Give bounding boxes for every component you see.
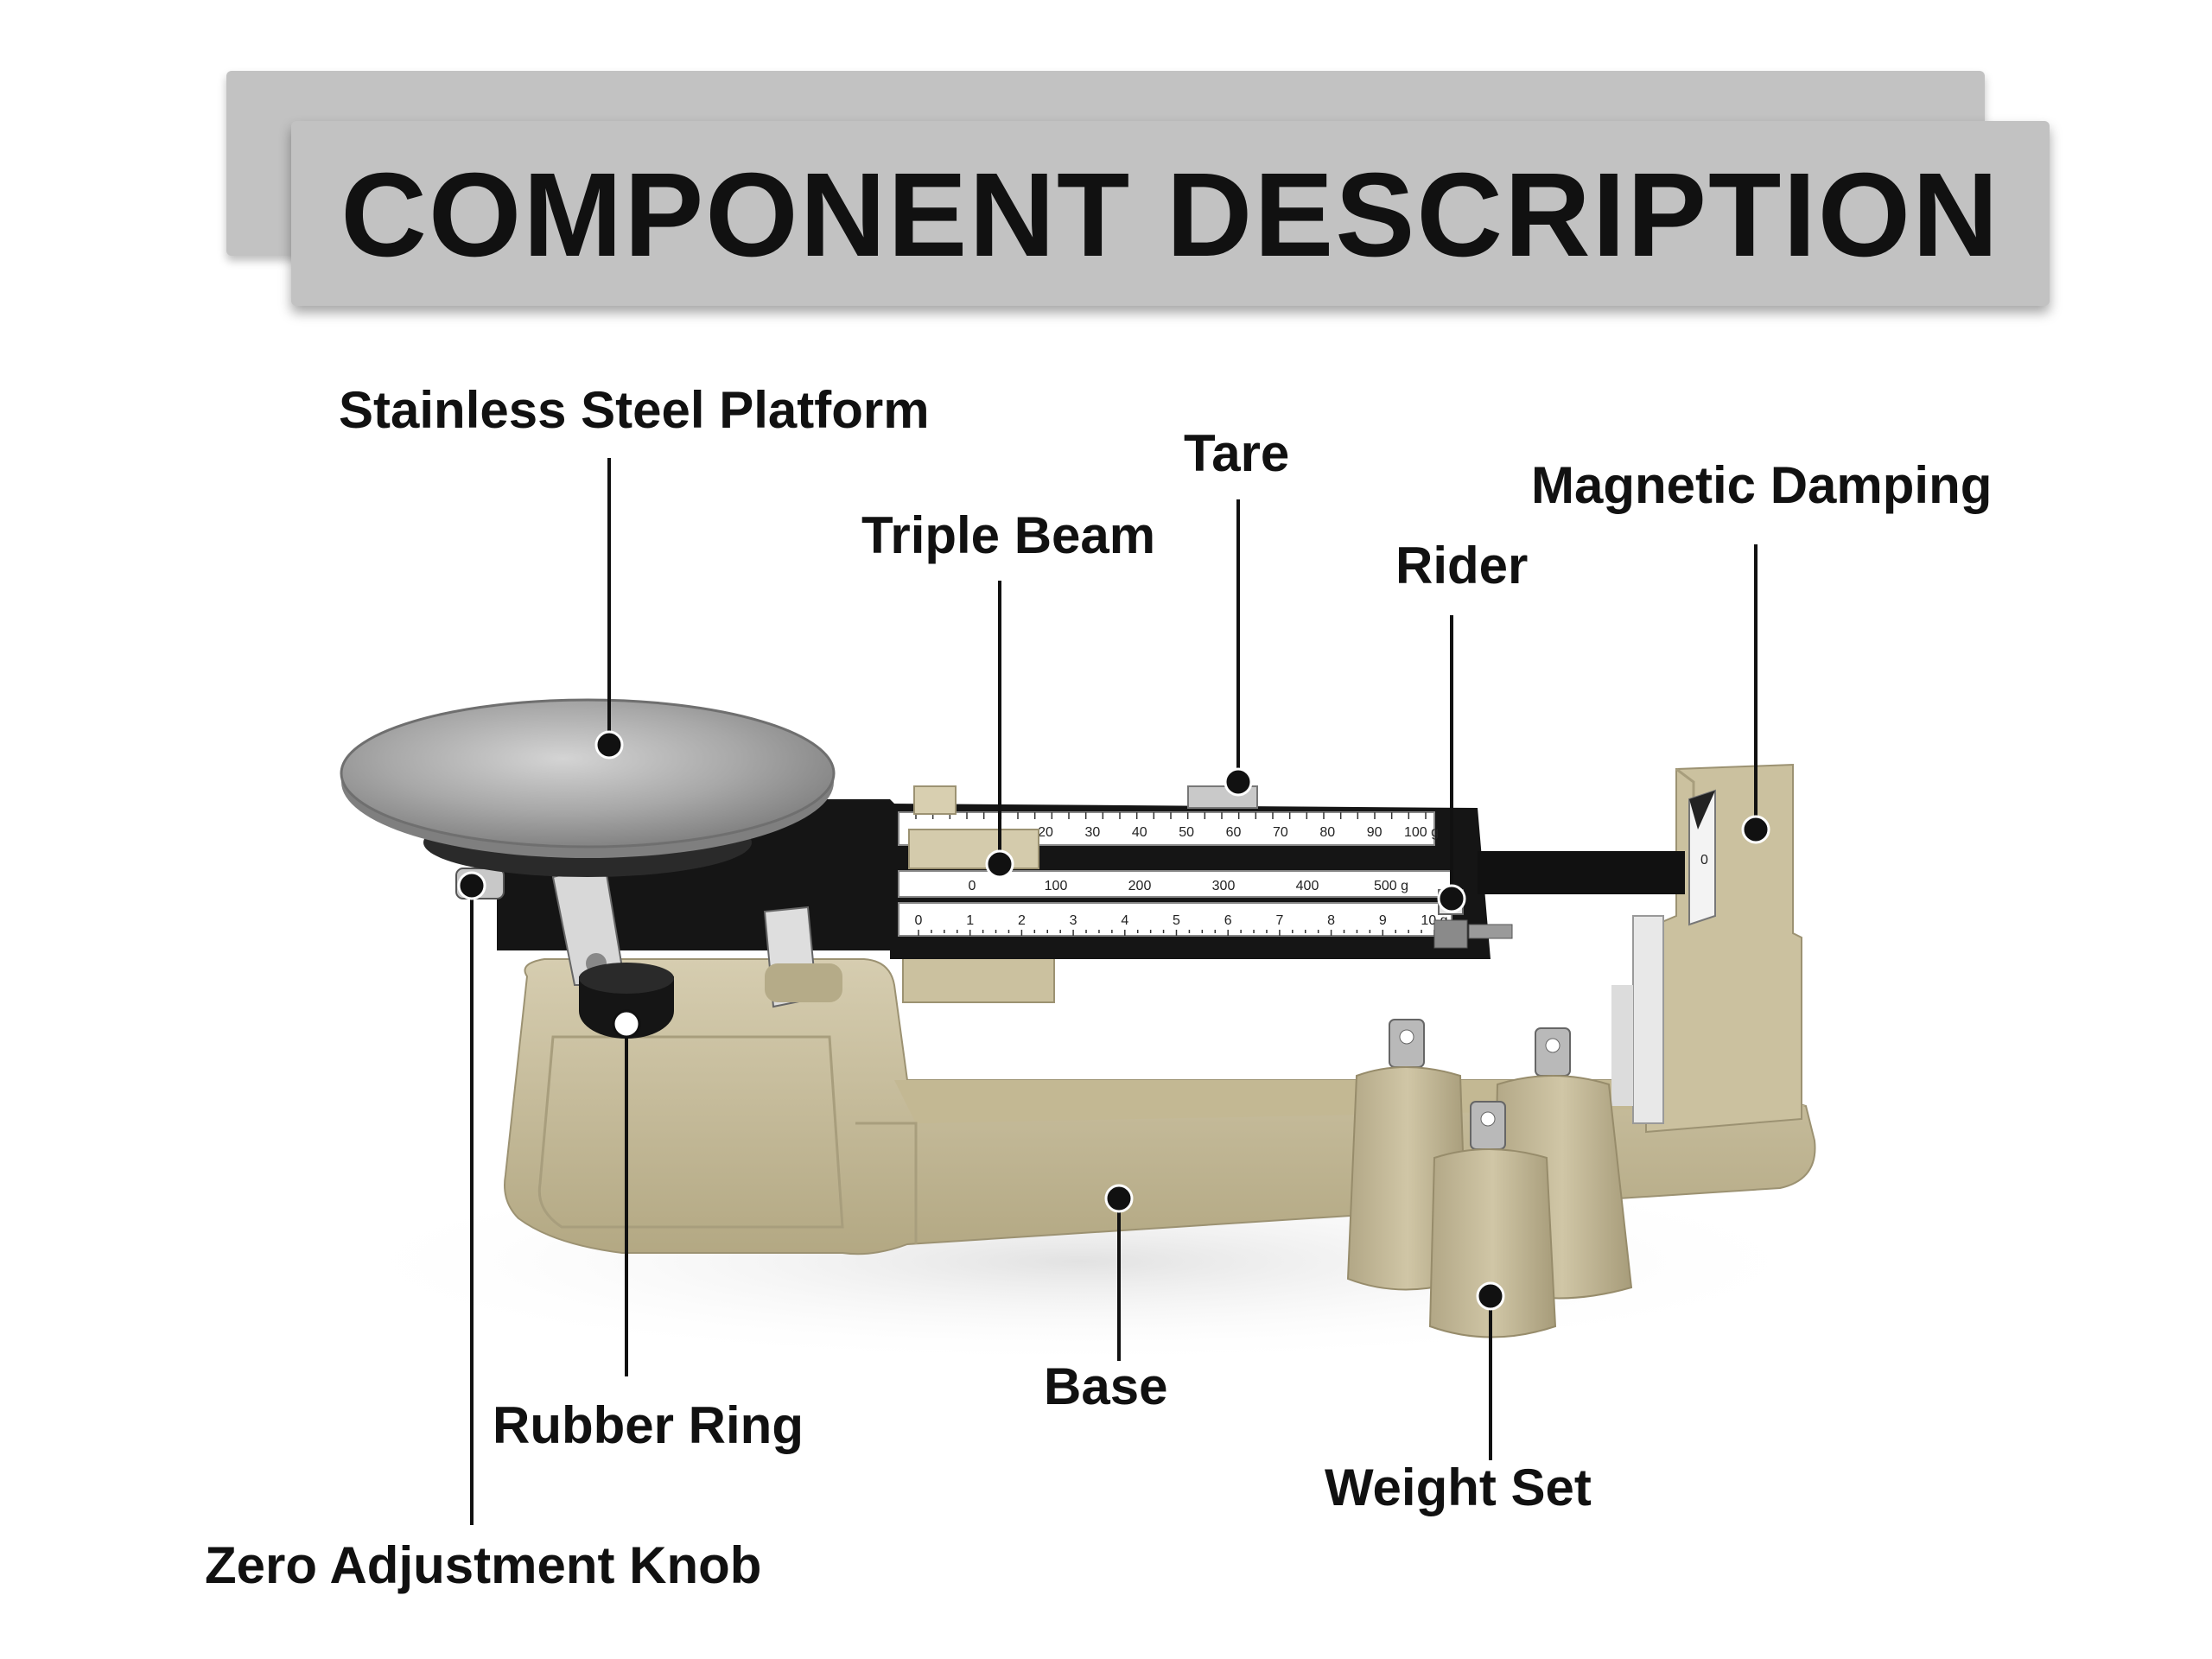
bottom-scale-label-7: 7 xyxy=(1275,913,1283,928)
top-scale-label-0: 20 xyxy=(1038,825,1053,840)
dot-base xyxy=(1104,1184,1134,1213)
label-base: Base xyxy=(1044,1357,1168,1415)
label-rubber-ring: Rubber Ring xyxy=(493,1396,804,1454)
dot-rider xyxy=(1437,884,1466,913)
leader-dots xyxy=(457,730,1770,1311)
bottom-scale-label-3: 3 xyxy=(1070,913,1077,928)
bottom-scale-label-8: 8 xyxy=(1327,913,1335,928)
top-scale-label-1: 30 xyxy=(1084,825,1100,840)
damper-zero-mark: 0 xyxy=(1700,853,1708,868)
weight-set xyxy=(1346,1019,1633,1338)
bottom-beam-scale xyxy=(898,902,1452,937)
top-scale-label-3: 50 xyxy=(1179,825,1194,840)
dot-platform xyxy=(594,730,624,760)
dot-magnetic-damping xyxy=(1741,815,1770,844)
middle-scale-label-5: 500 g xyxy=(1374,879,1408,893)
label-rider: Rider xyxy=(1395,537,1529,594)
top-scale-label-2: 40 xyxy=(1132,825,1147,840)
top-rider xyxy=(913,785,957,815)
dot-weight-set xyxy=(1476,1281,1505,1311)
top-scale-label-4: 60 xyxy=(1226,825,1242,840)
label-triple-beam: Triple Beam xyxy=(861,506,1156,564)
bottom-scale-label-1: 1 xyxy=(966,913,974,928)
magnetic-damping-tower: 0 xyxy=(1611,763,1802,1134)
top-scale-label-8: 100 g xyxy=(1404,825,1439,840)
middle-scale-label-0: 0 xyxy=(969,879,976,893)
stainless-steel-platform xyxy=(340,698,836,877)
dot-tare xyxy=(1224,767,1253,797)
top-scale-label-7: 90 xyxy=(1367,825,1382,840)
leader-lines xyxy=(470,458,1758,1525)
dot-zero-knob xyxy=(457,871,486,900)
dot-rubber-ring xyxy=(612,1009,641,1039)
middle-scale-label-1: 100 xyxy=(1045,879,1068,893)
title-banner: COMPONENT DESCRIPTION xyxy=(291,121,2050,306)
bottom-scale-label-6: 6 xyxy=(1224,913,1232,928)
bottom-scale-label-9: 9 xyxy=(1379,913,1387,928)
bottom-scale-label-2: 2 xyxy=(1018,913,1026,928)
middle-rider xyxy=(908,829,1039,869)
dot-triple-beam xyxy=(985,849,1014,879)
page-title: COMPONENT DESCRIPTION xyxy=(340,149,2000,282)
bottom-scale-label-4: 4 xyxy=(1121,913,1128,928)
top-scale-label-5: 70 xyxy=(1273,825,1288,840)
label-weight-set: Weight Set xyxy=(1325,1459,1592,1516)
middle-scale-label-4: 400 xyxy=(1296,879,1319,893)
middle-beam-scale xyxy=(898,870,1452,898)
middle-scale-label-2: 200 xyxy=(1128,879,1152,893)
bottom-scale-label-5: 5 xyxy=(1173,913,1180,928)
label-stainless-steel-platform: Stainless Steel Platform xyxy=(339,381,930,439)
label-tare: Tare xyxy=(1184,424,1290,482)
weight-front xyxy=(1428,1101,1557,1338)
top-scale-label-6: 80 xyxy=(1319,825,1335,840)
middle-scale-label-3: 300 xyxy=(1212,879,1236,893)
bottom-scale-label-0: 0 xyxy=(915,913,923,928)
pan-supports xyxy=(551,862,842,1008)
label-zero-adjustment-knob: Zero Adjustment Knob xyxy=(205,1536,762,1594)
label-magnetic-damping: Magnetic Damping xyxy=(1531,456,1993,514)
